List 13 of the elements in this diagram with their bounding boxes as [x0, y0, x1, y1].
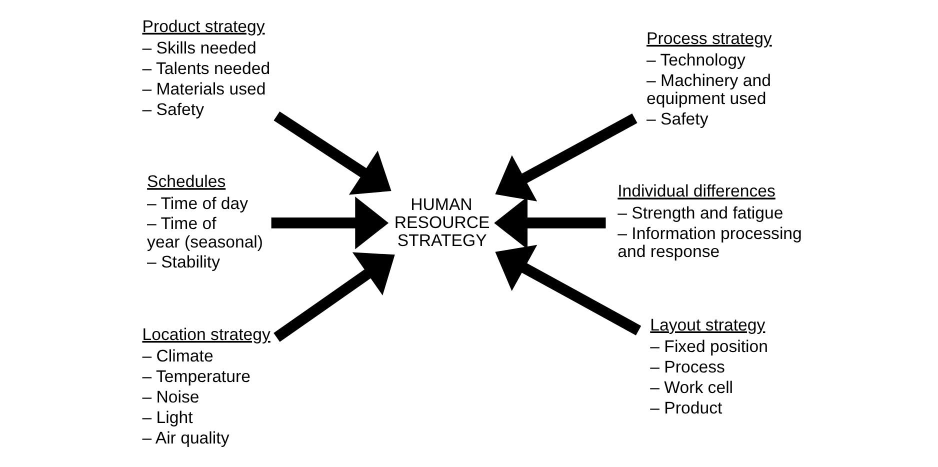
arrow	[271, 196, 389, 250]
node-text: Location strategy – Climate – Temperature – Noise – Light – Air quality	[142, 324, 270, 448]
node-text: Process strategy – Technology – Machinery and equipment used – Safety	[646, 28, 772, 129]
node-text: Individual differences – Strength and fatigue – Information processing and response	[618, 182, 802, 261]
node-text: Product strategy – Skills needed – Talents needed – Materials used – Safety	[142, 16, 270, 119]
node-text: Layout strategy – Fixed position – Process – Work cell – Product	[650, 315, 768, 418]
node-text: Schedules – Time of day – Time of year (seasonal) – Stability	[147, 172, 264, 272]
arrow	[274, 111, 392, 195]
arrow	[495, 114, 638, 202]
arrow	[274, 252, 395, 342]
arrow	[495, 244, 642, 336]
node-text: HUMAN RESOURCE STRATEGY	[394, 194, 490, 250]
arrow	[494, 196, 606, 250]
